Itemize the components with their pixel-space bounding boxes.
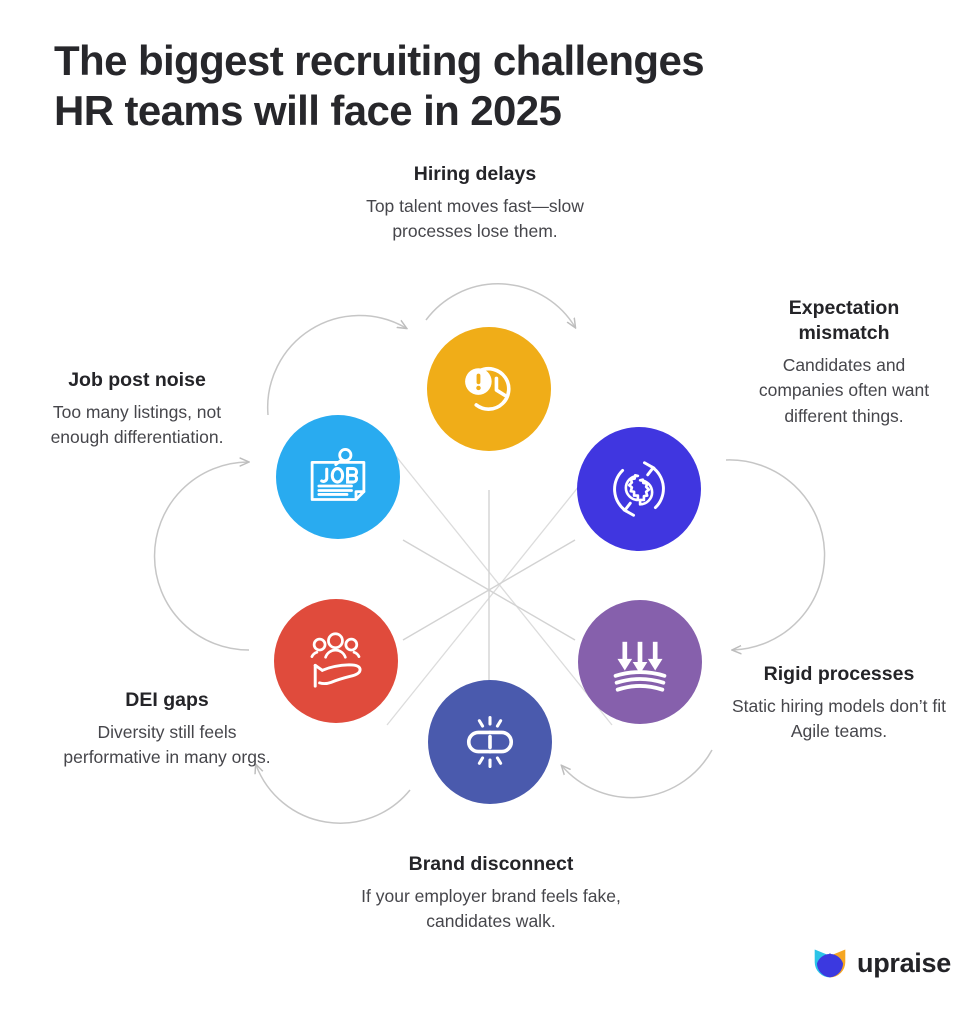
heading-hiring-delays: Hiring delays <box>413 163 537 185</box>
gears-sync-icon <box>613 461 665 517</box>
node-expectation-mismatch[interactable] <box>577 427 701 551</box>
title-line-1: The biggest recruiting challenges <box>54 37 705 84</box>
label-brand-disconnect: Brand disconnect If your employer brand … <box>348 852 634 935</box>
label-dei-gaps: DEI gaps Diversity still feels performat… <box>48 688 286 771</box>
heading-job-post-noise: Job post noise <box>68 369 206 391</box>
broken-link-icon <box>466 716 514 768</box>
body-expectation-mismatch: Candidates and companies often want diff… <box>758 354 930 426</box>
center-hub-star <box>402 490 576 690</box>
node-dei-gaps[interactable] <box>274 599 398 723</box>
heading-brand-disconnect: Brand disconnect <box>408 853 574 875</box>
page-title: The biggest recruiting challenges HR tea… <box>54 36 874 135</box>
title-line-2: HR teams will face in 2025 <box>54 86 562 134</box>
node-hiring-delays[interactable] <box>427 327 551 451</box>
cycle-diagram: Hiring delays Top talent moves fast—slow… <box>0 150 978 931</box>
node-rigid-processes[interactable] <box>578 600 702 724</box>
node-brand-disconnect[interactable] <box>428 680 552 804</box>
logo-wordmark: upraise <box>857 947 951 978</box>
brand-logo[interactable]: upraise <box>812 945 951 981</box>
connector-arcs-layer <box>153 283 826 824</box>
label-job-post-noise: Job post noise Too many listings, not en… <box>34 368 240 451</box>
body-rigid-processes: Static hiring models don’t fit Agile tea… <box>732 695 946 742</box>
job-posting-icon <box>310 448 366 501</box>
body-job-post-noise: Too many listings, not enough differenti… <box>50 401 224 448</box>
body-hiring-delays: Top talent moves fast—slow processes los… <box>366 195 584 242</box>
heading-dei-gaps: DEI gaps <box>125 689 209 711</box>
label-rigid-processes: Rigid processes Static hiring models don… <box>730 662 948 745</box>
heading-expectation-mismatch: Expectation mismatch <box>788 297 900 344</box>
arrows-down-pressure-icon <box>613 641 667 692</box>
label-expectation-mismatch: Expectation mismatch Candidates and comp… <box>744 296 944 429</box>
upraise-cat-mark-icon <box>814 949 846 978</box>
heading-rigid-processes: Rigid processes <box>763 663 915 685</box>
people-in-hand-icon <box>310 632 362 688</box>
clock-alert-icon <box>465 366 511 411</box>
label-hiring-delays: Hiring delays Top talent moves fast—slow… <box>330 162 620 245</box>
body-dei-gaps: Diversity still feels performative in ma… <box>63 721 271 768</box>
node-job-post-noise[interactable] <box>276 415 400 539</box>
body-brand-disconnect: If your employer brand feels fake, candi… <box>361 885 621 932</box>
